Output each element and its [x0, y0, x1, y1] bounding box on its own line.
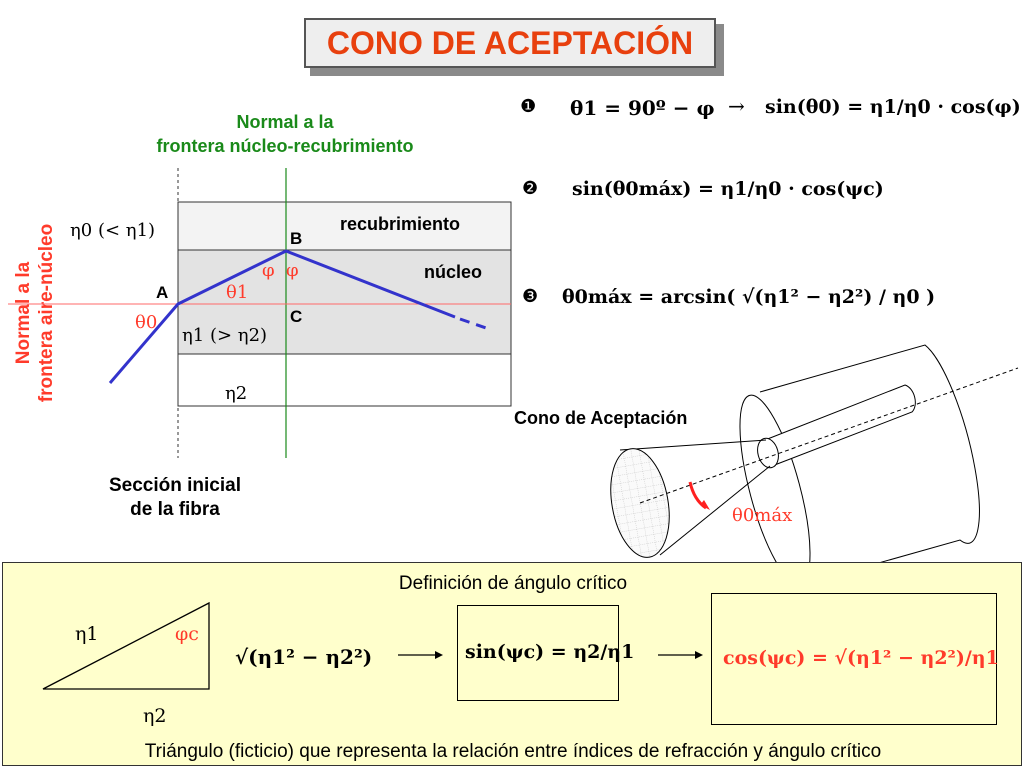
cladding-label: recubrimiento: [340, 214, 461, 234]
page-title: CONO DE ACEPTACIÓN: [304, 18, 716, 68]
equation-1-left: θ1 = 90º − φ: [570, 96, 715, 120]
cos-psic-box: [711, 593, 997, 725]
equation-1-right: sin(θ0) = η1/η0 · cos(φ): [765, 96, 1021, 118]
eta1-note: η1 (> η2): [182, 325, 268, 346]
sqrt-expression: √(η1² − η2²): [235, 645, 373, 669]
core-layer: [177, 249, 512, 355]
critical-angle-panel: Definición de ángulo crítico η1 φc η2 √(…: [2, 562, 1022, 766]
triangle-eta1: η1: [75, 623, 99, 645]
triangle-eta2: η2: [143, 705, 167, 727]
light-ray-continuation: [459, 317, 493, 332]
cladding-bottom-layer: [177, 353, 512, 407]
equation-1-arrow: →: [728, 94, 745, 118]
theta1-label: θ1: [226, 282, 249, 303]
eta2-label: η2: [225, 383, 248, 404]
eta0-note: η0 (< η1): [70, 220, 156, 241]
triangle-phic: φc: [175, 623, 199, 645]
eq-marker-3: ❸: [522, 286, 539, 306]
sin-psic-expression: sin(ψc) = η2/η1: [465, 641, 635, 663]
fiber-axis: [639, 367, 1019, 504]
panel-caption: Triángulo (ficticio) que representa la r…: [144, 741, 882, 762]
light-ray: [108, 249, 456, 384]
point-c: C: [290, 307, 303, 326]
cos-psic-expression: cos(ψc) = √(η1² − η2²)/η1: [723, 647, 999, 669]
sin-psic-box: [457, 605, 619, 701]
cone-label: Cono de Aceptación: [514, 408, 688, 428]
fiber-core: [764, 384, 916, 467]
section-label: Sección inicial de la fibra: [70, 474, 280, 522]
normal-boundary-line1: Normal a la: [236, 112, 334, 132]
eq-marker-2: ❷: [522, 178, 539, 198]
panel-title: Definición de ángulo crítico: [398, 573, 628, 594]
normal-boundary-label: Normal a la frontera núcleo-recubrimient…: [100, 110, 470, 158]
section-label-line2: de la fibra: [130, 499, 220, 520]
core-label: núcleo: [424, 262, 483, 282]
section-label-line1: Sección inicial: [109, 475, 241, 496]
eq-marker-1: ❶: [520, 96, 537, 116]
fiber-cylinder: [759, 344, 980, 589]
theta0-label: θ0: [135, 312, 158, 333]
theta0max-label: θ0máx: [732, 505, 793, 526]
point-a: A: [156, 283, 169, 302]
equation-2: sin(θ0máx) = η1/η0 · cos(ψc): [572, 178, 884, 200]
core-face: [757, 437, 779, 469]
triangle-diagram: [42, 601, 703, 690]
equation-3: θ0máx = arcsin( √(η1² − η2²) / η0 ): [562, 286, 936, 308]
phi-angles: φ φ: [262, 260, 299, 281]
point-b: B: [290, 229, 303, 248]
fictitious-triangle: [42, 601, 210, 690]
normal-boundary-line2: frontera núcleo-recubrimiento: [156, 136, 414, 156]
cladding-top-layer: [177, 201, 512, 251]
